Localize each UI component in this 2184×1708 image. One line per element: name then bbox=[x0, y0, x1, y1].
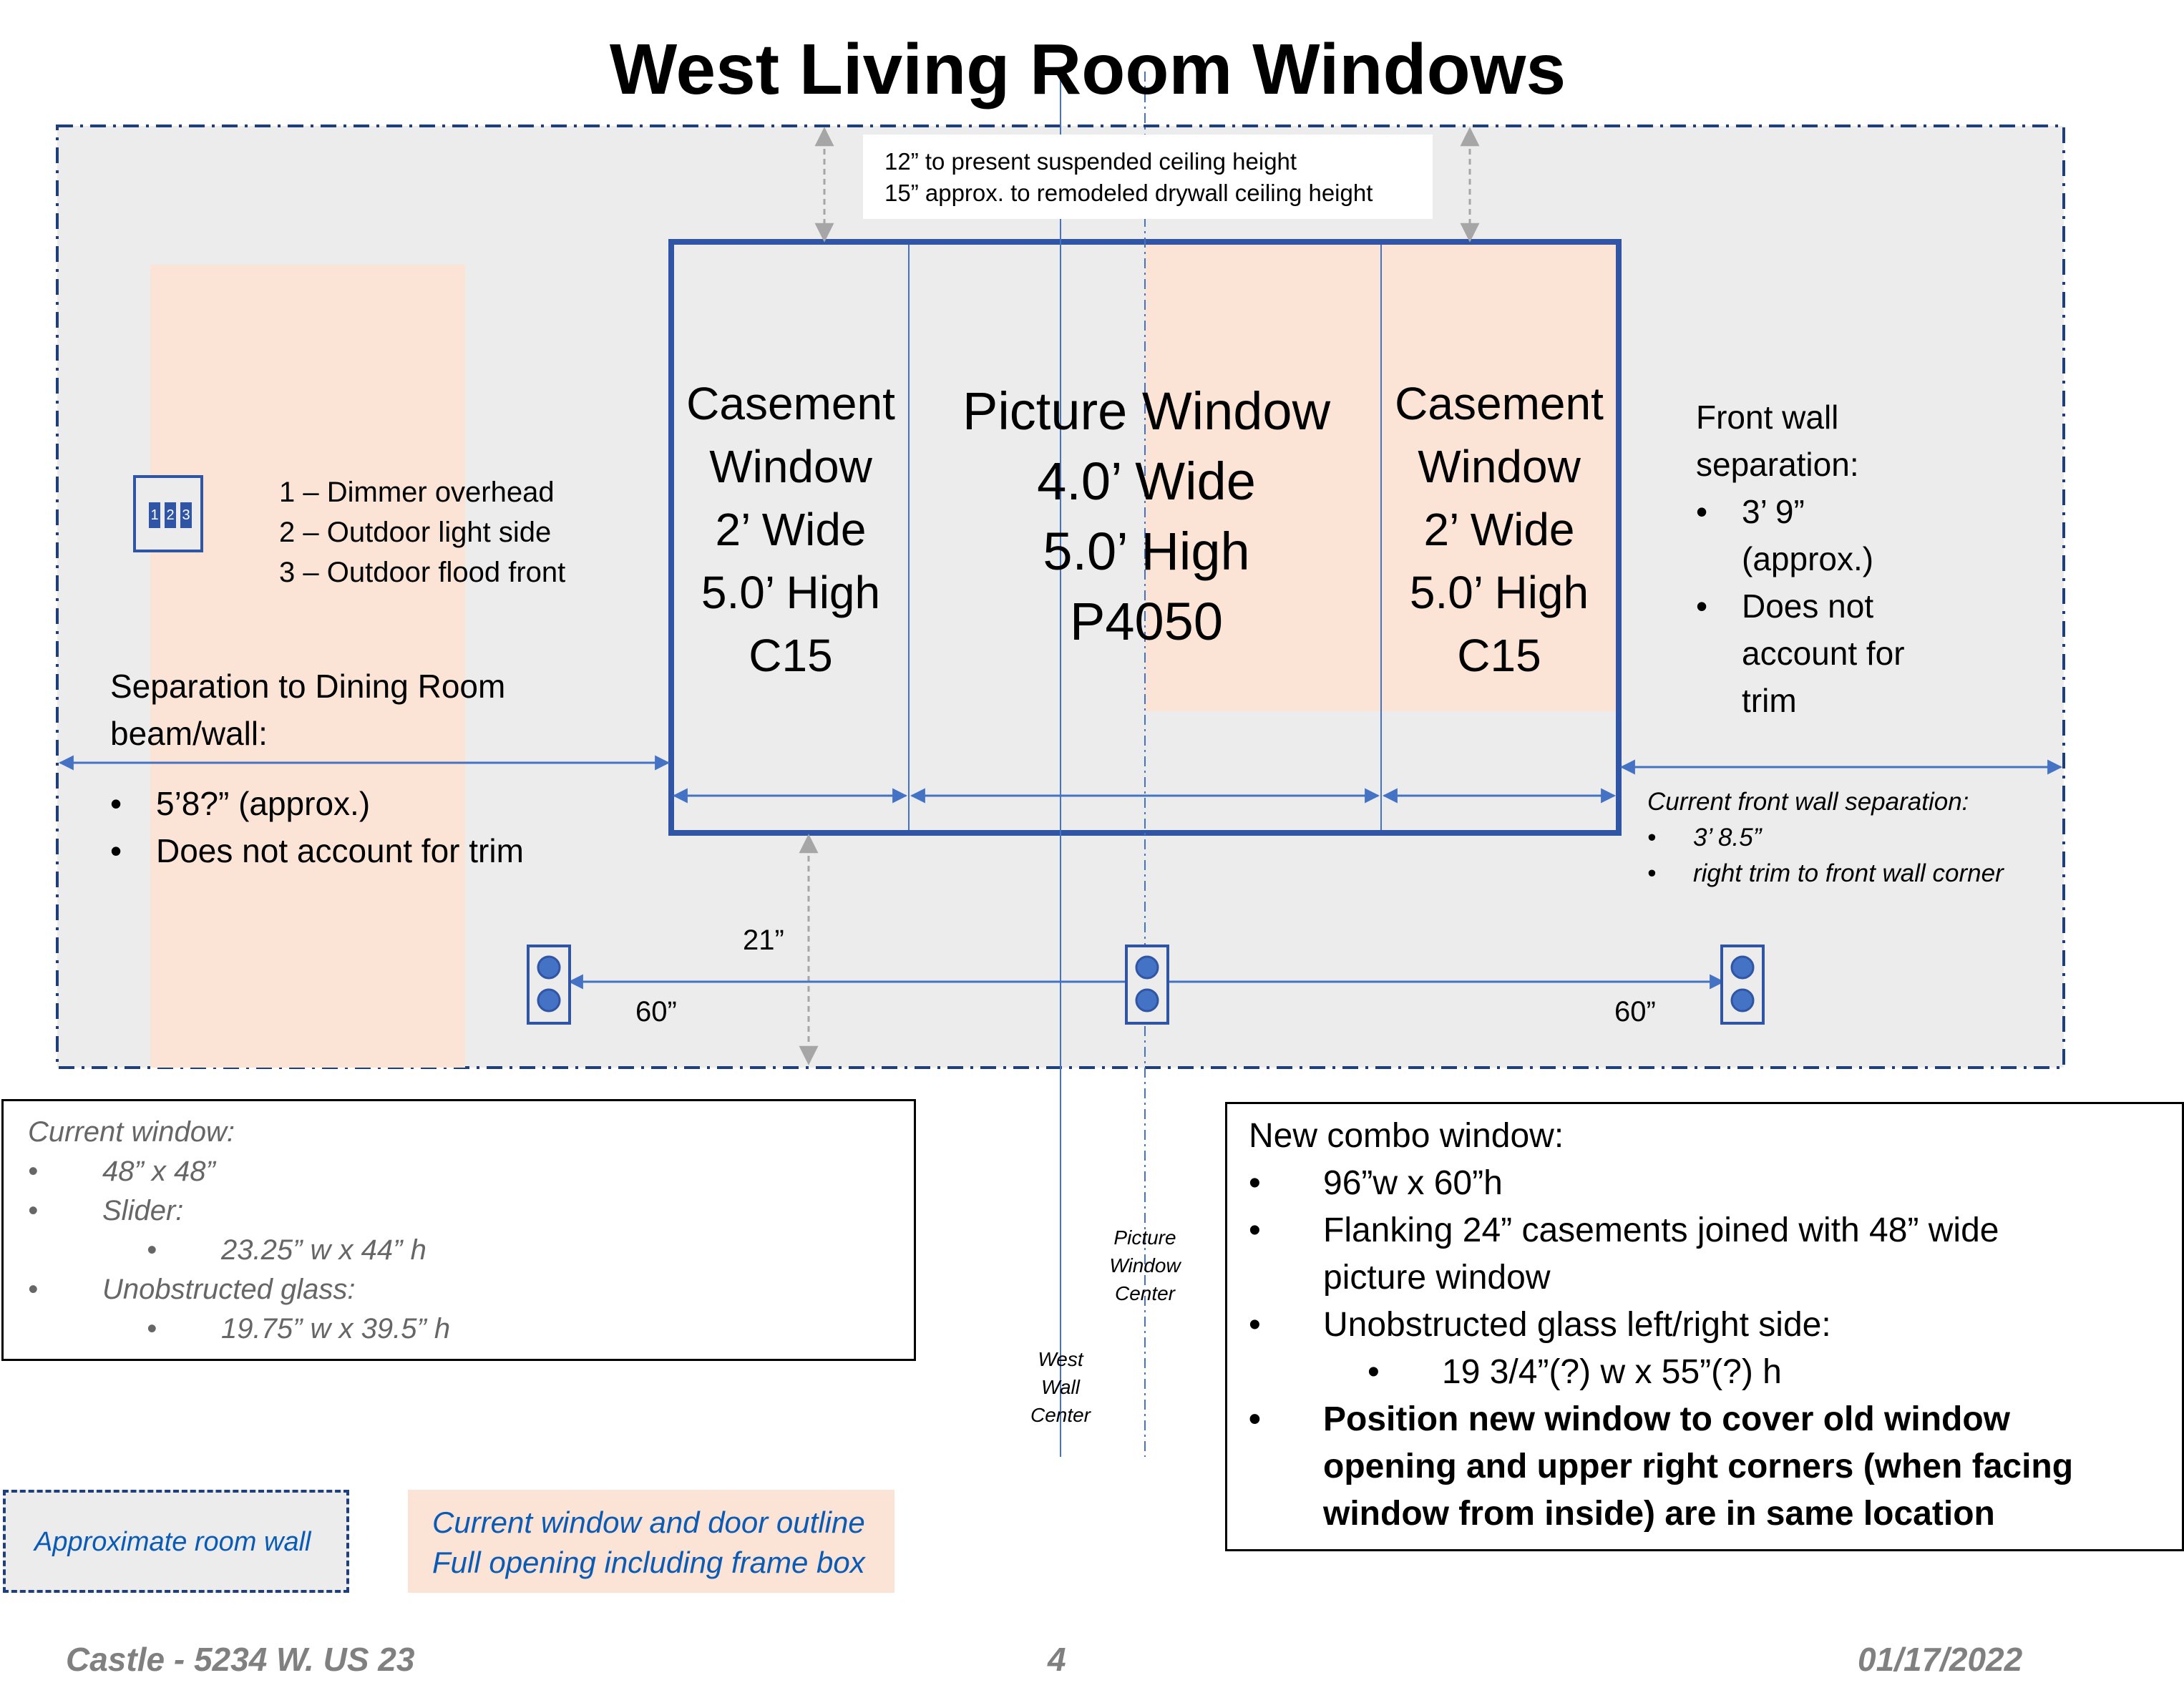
center-label-line: Window bbox=[1109, 1254, 1181, 1277]
legend-outline-line: Full opening including frame box bbox=[432, 1546, 865, 1579]
new-window-glass: Unobstructed glass left/right side: bbox=[1323, 1306, 1831, 1344]
glass-size: 19.75” w x 39.5” h bbox=[221, 1313, 451, 1345]
slider-label: Slider: bbox=[102, 1195, 184, 1226]
center-label-line: Picture bbox=[1113, 1226, 1176, 1249]
outlet-left-icon bbox=[527, 945, 571, 1025]
new-window-glass-size: 19 3/4”(?) w x 55”(?) h bbox=[1442, 1353, 1782, 1391]
new-window-flank-2: picture window bbox=[1323, 1259, 1551, 1297]
front-wall-bullet-text: 3’ 9” bbox=[1742, 493, 1805, 530]
picture-window-line: 5.0’ High bbox=[1043, 522, 1250, 581]
current-front-bullet: right trim to front wall corner bbox=[1647, 856, 2004, 892]
front-wall-note: Front wall separation: 3’ 9” (approx.) D… bbox=[1696, 394, 1905, 724]
left-casement-line: Casement bbox=[686, 378, 895, 429]
west-wall-center-label: West Wall Center bbox=[1018, 1345, 1103, 1429]
outlet-center-icon bbox=[1125, 945, 1169, 1025]
new-window-size: 96”w x 60”h bbox=[1323, 1164, 1503, 1202]
left-outlet-spacing-label: 60” bbox=[635, 996, 677, 1028]
front-wall-bullet-text: account for bbox=[1742, 635, 1905, 672]
picture-window-line: 4.0’ Wide bbox=[1037, 452, 1256, 511]
ceiling-note-line-1: 12” to present suspended ceiling height bbox=[884, 148, 1297, 175]
new-window-position-3: window from inside) are in same location bbox=[1323, 1495, 1995, 1533]
switch-legend: 1 – Dimmer overhead 2 – Outdoor light si… bbox=[279, 472, 565, 592]
left-casement-label: Casement Window 2’ Wide 5.0’ High C15 bbox=[674, 372, 907, 687]
picture-window-line: P4050 bbox=[1070, 592, 1223, 651]
footer-date: 01/17/2022 bbox=[1858, 1641, 2023, 1678]
current-window-text: Current window: •48” x 48” •Slider: •23.… bbox=[28, 1113, 450, 1349]
ceiling-note-line-2: 15” approx. to remodeled drywall ceiling… bbox=[884, 180, 1373, 206]
right-outlet-spacing-label: 60” bbox=[1614, 996, 1656, 1028]
door-outline bbox=[150, 265, 465, 1068]
footer-address: Castle - 5234 W. US 23 bbox=[66, 1641, 415, 1678]
front-wall-bullet: Does not account for trim bbox=[1696, 582, 1905, 724]
legend-window-outline-text: Current window and door outline Full ope… bbox=[432, 1503, 865, 1583]
right-casement-label: Casement Window 2’ Wide 5.0’ High C15 bbox=[1383, 372, 1616, 687]
picture-window-line: Picture Window bbox=[962, 381, 1331, 441]
current-front-heading: Current front wall separation: bbox=[1647, 788, 1969, 816]
legend-outline-line: Current window and door outline bbox=[432, 1506, 865, 1539]
switch-legend-1: 1 – Dimmer overhead bbox=[279, 477, 555, 508]
new-window-heading: New combo window: bbox=[1249, 1117, 1564, 1155]
front-wall-bullet-text: (approx.) bbox=[1742, 540, 1874, 577]
left-casement-line: 5.0’ High bbox=[701, 567, 881, 618]
center-label-line: Center bbox=[1030, 1404, 1091, 1426]
legend-room-wall: Approximate room wall bbox=[3, 1490, 349, 1593]
footer-page-number: 4 bbox=[1048, 1641, 1066, 1678]
left-casement-line: C15 bbox=[749, 630, 833, 681]
dining-bullet: Does not account for trim bbox=[110, 827, 524, 874]
picture-window-label: Picture Window 4.0’ Wide 5.0’ High P4050 bbox=[910, 376, 1383, 657]
center-label-line: Center bbox=[1114, 1282, 1176, 1304]
current-window-note: Current window: •48” x 48” •Slider: •23.… bbox=[1, 1099, 916, 1361]
picture-window-center-label: Picture Window Center bbox=[1102, 1224, 1188, 1307]
new-window-position-2: opening and upper right corners (when fa… bbox=[1323, 1448, 2074, 1485]
switch-legend-2: 2 – Outdoor light side bbox=[279, 517, 552, 548]
front-wall-bullet-text: Does not bbox=[1742, 587, 1874, 625]
current-front-bullet: 3’ 8.5” bbox=[1647, 820, 2004, 856]
front-wall-heading: Front wall bbox=[1696, 399, 1839, 436]
dining-heading-line: beam/wall: bbox=[110, 715, 268, 752]
right-casement-line: Casement bbox=[1395, 378, 1604, 429]
switch-button-2: 2 bbox=[165, 502, 176, 528]
page-title: West Living Room Windows bbox=[609, 29, 1566, 109]
new-window-flank: Flanking 24” casements joined with 48” w… bbox=[1323, 1211, 1999, 1249]
right-casement-line: Window bbox=[1418, 441, 1581, 492]
dining-separation-bullets: 5’8?” (approx.) Does not account for tri… bbox=[110, 780, 524, 874]
center-label-line: Wall bbox=[1041, 1376, 1080, 1398]
left-casement-line: Window bbox=[709, 441, 872, 492]
new-window-position: Position new window to cover old window bbox=[1323, 1400, 2010, 1438]
slider-size: 23.25” w x 44” h bbox=[221, 1234, 426, 1266]
dining-bullet: 5’8?” (approx.) bbox=[110, 780, 524, 827]
center-label-line: West bbox=[1038, 1348, 1083, 1370]
right-casement-line: 2’ Wide bbox=[1423, 504, 1575, 555]
current-front-separation: Current front wall separation: 3’ 8.5” r… bbox=[1647, 784, 2004, 892]
outlet-right-icon bbox=[1720, 945, 1765, 1025]
front-wall-heading: separation: bbox=[1696, 446, 1859, 483]
dining-separation-heading: Separation to Dining Room beam/wall: bbox=[110, 663, 505, 757]
legend-room-wall-label: Approximate room wall bbox=[34, 1527, 311, 1557]
ceiling-note-box bbox=[863, 135, 1433, 219]
right-casement-line: 5.0’ High bbox=[1409, 567, 1589, 618]
new-window-note: New combo window: •96”w x 60”h •Flanking… bbox=[1225, 1102, 2184, 1551]
right-casement-line: C15 bbox=[1457, 630, 1541, 681]
sill-height-label: 21” bbox=[743, 924, 784, 956]
current-window-heading: Current window: bbox=[28, 1116, 235, 1148]
light-switch-icon: 1 2 3 bbox=[133, 475, 203, 552]
front-wall-bullet-text: trim bbox=[1742, 682, 1797, 719]
legend-window-outline: Current window and door outline Full ope… bbox=[408, 1490, 894, 1593]
glass-label: Unobstructed glass: bbox=[102, 1274, 356, 1305]
switch-button-3: 3 bbox=[180, 502, 192, 528]
left-casement-line: 2’ Wide bbox=[715, 504, 867, 555]
switch-legend-3: 3 – Outdoor flood front bbox=[279, 557, 566, 588]
front-wall-bullet: 3’ 9” (approx.) bbox=[1696, 488, 1905, 582]
new-window-text: New combo window: •96”w x 60”h •Flanking… bbox=[1249, 1113, 2073, 1538]
dining-heading-line: Separation to Dining Room bbox=[110, 668, 506, 705]
current-window-size: 48” x 48” bbox=[102, 1156, 215, 1187]
ceiling-note: 12” to present suspended ceiling height … bbox=[884, 146, 1373, 209]
switch-button-1: 1 bbox=[149, 502, 160, 528]
